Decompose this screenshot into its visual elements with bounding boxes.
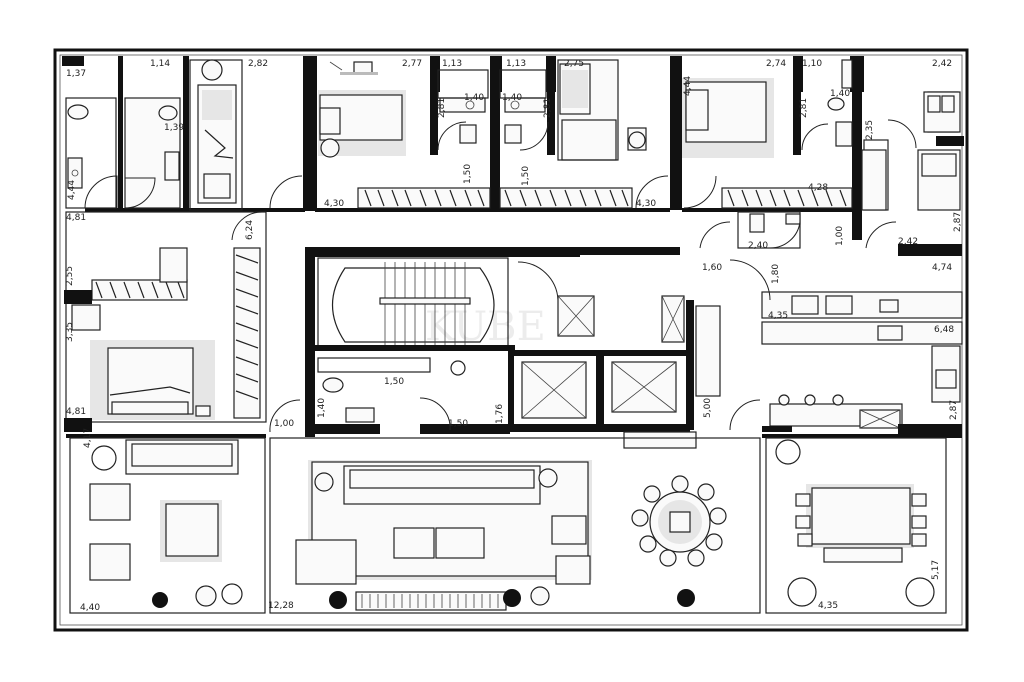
- dim-label: 12,28: [268, 601, 294, 611]
- dim-label: 1,40: [830, 89, 850, 99]
- door-swings: [84, 119, 917, 433]
- dim-label: 2,74: [766, 59, 786, 69]
- dim-label: 1,76: [495, 404, 505, 424]
- dim-label: 2,35: [865, 120, 875, 140]
- dim-label: 4,35: [768, 311, 788, 321]
- dim-label: 4,35: [818, 601, 838, 611]
- dim-label: 1,00: [274, 419, 294, 429]
- bathroom-center: [437, 69, 547, 144]
- dim-label: 2,87: [949, 400, 959, 420]
- dim-label: 6,24: [245, 220, 255, 240]
- dim-label: 2,42: [932, 59, 952, 69]
- top-left-suite: [189, 59, 243, 211]
- guest-wc: [305, 357, 510, 434]
- dim-label: 2,81: [799, 98, 809, 118]
- elevators: [508, 295, 721, 449]
- dim-label: 1,10: [802, 59, 822, 69]
- right-terrace-furniture: [775, 439, 935, 607]
- wardrobes: [91, 149, 887, 419]
- dim-label: 4,28: [808, 183, 828, 193]
- stairwell: [305, 257, 515, 351]
- dim-label: 4,17: [83, 428, 93, 448]
- lavatory-center-right: [737, 211, 801, 249]
- dim-label: 4,81: [66, 407, 86, 417]
- dim-label: 1,50: [448, 419, 468, 429]
- bathroom-right: [827, 59, 853, 147]
- dim-label: 1,40: [464, 93, 484, 103]
- dim-label: 1,14: [150, 59, 170, 69]
- dim-label: 4,30: [636, 199, 656, 209]
- dim-label: 2,82: [248, 59, 268, 69]
- dim-label: 1,39: [164, 123, 184, 133]
- kitchen: [761, 91, 963, 434]
- dim-label: 1,13: [442, 59, 462, 69]
- dim-label: 2,55: [65, 266, 75, 286]
- dim-label: 1,00: [835, 226, 845, 246]
- left-master-bedroom: [64, 211, 267, 432]
- dim-label: 4,44: [67, 180, 77, 200]
- dim-label: 2,40: [748, 241, 768, 251]
- terrace-walls: [66, 434, 962, 614]
- dim-label: 5,17: [931, 560, 941, 580]
- dim-label: 4,44: [683, 76, 693, 96]
- dimension-labels: 1,37 1,14 2,82 2,77 1,13 1,13 2,75 2,74 …: [65, 59, 963, 613]
- dining-table: [631, 475, 727, 607]
- left-terrace-furniture: [89, 439, 243, 608]
- dim-label: 2,77: [402, 59, 422, 69]
- dim-label: 1,40: [502, 93, 522, 103]
- dim-label: 2,81: [437, 98, 447, 118]
- dim-label: 2,87: [953, 212, 963, 232]
- outer-wall: [53, 48, 969, 632]
- dim-label: 4,40: [80, 603, 100, 613]
- dim-label: 4,30: [324, 199, 344, 209]
- dim-label: 1,50: [463, 164, 473, 184]
- bedroom-1: [318, 61, 406, 158]
- dim-label: 1,37: [66, 69, 86, 79]
- watermark-text: KUBE: [425, 304, 546, 350]
- dim-label: 2,75: [564, 59, 584, 69]
- dim-label: 2,42: [898, 237, 918, 247]
- dim-label: 2,81: [543, 98, 553, 118]
- dim-label: 1,13: [506, 59, 526, 69]
- bedroom-3: [627, 78, 774, 158]
- dim-label: 3,35: [65, 322, 75, 342]
- bedroom-2: [557, 59, 619, 161]
- dim-label: 5,00: [703, 398, 713, 418]
- dim-label: 4,81: [66, 213, 86, 223]
- dim-label: 1,60: [702, 263, 722, 273]
- dim-label: 1,50: [384, 377, 404, 387]
- dim-label: 1,50: [521, 166, 531, 186]
- dim-label: 1,40: [317, 398, 327, 418]
- dim-label: 6,48: [934, 325, 954, 335]
- living-room-furniture: [295, 460, 592, 609]
- dim-label: 4,74: [932, 263, 952, 273]
- dim-label: 1,80: [771, 264, 781, 284]
